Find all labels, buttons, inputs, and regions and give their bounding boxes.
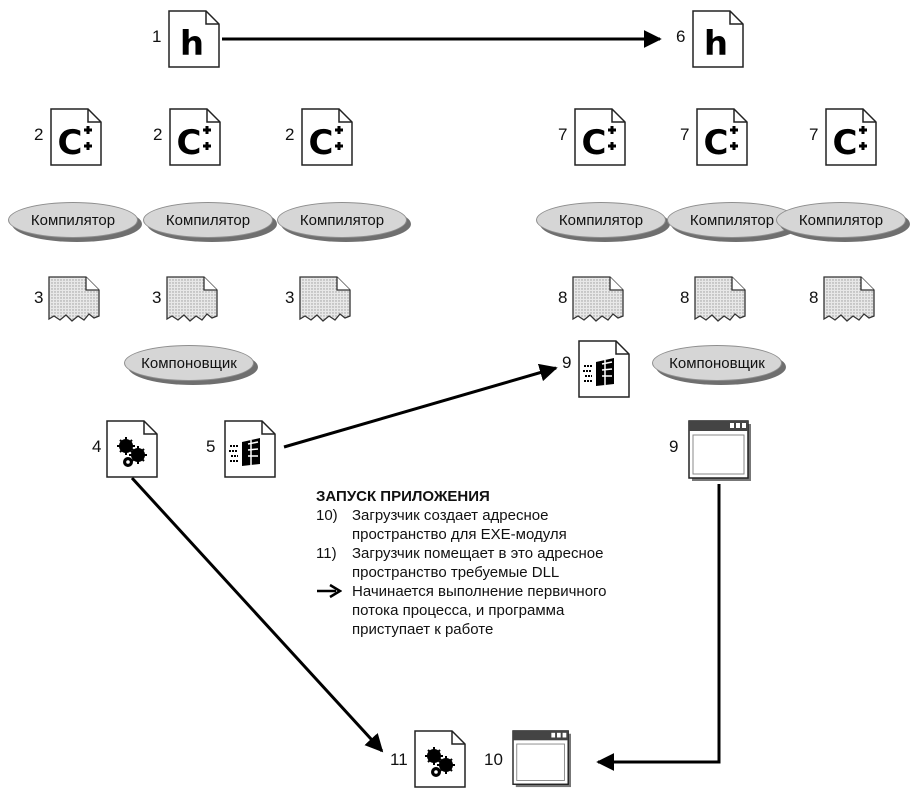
cpp-glyph: C xyxy=(833,123,858,163)
label-4: 4 xyxy=(92,437,102,456)
right-arrow-icon xyxy=(316,582,343,605)
object-file-icon xyxy=(299,276,351,322)
label-2: 2 xyxy=(153,125,163,144)
svg-text:h: h xyxy=(704,24,728,64)
label-8: 8 xyxy=(558,288,568,307)
label-9: 9 xyxy=(562,353,572,372)
step-text: пространство требуемые DLL xyxy=(352,564,560,581)
linker-label: Компоновщик xyxy=(124,345,254,381)
compiler-process: Компилятор xyxy=(776,202,912,242)
compiler-process: Компилятор xyxy=(536,202,670,242)
label-10: 10 xyxy=(484,750,503,769)
label-2: 2 xyxy=(34,125,44,144)
step-text: потока процесса, и программа xyxy=(352,602,565,619)
launch-step-10: 10) Загрузчик создает адресное пространс… xyxy=(316,506,706,544)
library-file-icon xyxy=(106,420,158,478)
arrow-dll-to-dll xyxy=(283,363,558,449)
compiler-label: Компилятор xyxy=(8,202,138,238)
cpp-glyph: C xyxy=(177,123,202,163)
label-5: 5 xyxy=(206,437,216,456)
launch-step-11: 11) Загрузчик помещает в это адресное пр… xyxy=(316,544,706,582)
cpp-source-file-icon: C xyxy=(825,108,877,166)
header-glyph: h xyxy=(180,24,204,64)
dll-file-icon xyxy=(578,340,630,398)
header-file-icon: h xyxy=(168,10,220,68)
object-file-icon xyxy=(48,276,100,322)
exe-window-icon xyxy=(688,420,752,482)
label-2: 2 xyxy=(285,125,295,144)
label-7: 7 xyxy=(680,125,690,144)
label-3: 3 xyxy=(152,288,162,307)
label-1: 1 xyxy=(152,27,162,46)
launch-step-run: Начинается выполнение первичного потока … xyxy=(316,582,706,639)
cpp-glyph: C xyxy=(58,123,83,163)
linker-process: Компоновщик xyxy=(652,345,786,385)
linker-process: Компоновщик xyxy=(124,345,258,385)
label-3: 3 xyxy=(34,288,44,307)
launch-description: ЗАПУСК ПРИЛОЖЕНИЯ 10) Загрузчик создает … xyxy=(316,487,706,639)
compiler-process: Компилятор xyxy=(277,202,411,242)
step-text: Загрузчик создает адресное xyxy=(352,507,549,524)
label-8: 8 xyxy=(809,288,819,307)
step-text: Начинается выполнение первичного xyxy=(352,583,607,600)
label-7: 7 xyxy=(809,125,819,144)
step-text: Загрузчик помещает в это адресное xyxy=(352,545,604,562)
arrow-exe-to-loaded-exe xyxy=(596,484,721,771)
library-file-icon xyxy=(414,730,466,788)
step-number: 10) xyxy=(316,507,338,524)
cpp-glyph: C xyxy=(309,123,334,163)
label-9: 9 xyxy=(669,437,679,456)
launch-title: ЗАПУСК ПРИЛОЖЕНИЯ xyxy=(316,488,490,505)
exe-window-icon xyxy=(510,730,574,788)
step-text: пространство для EXE-модуля xyxy=(352,526,567,543)
cpp-source-file-icon: C xyxy=(50,108,102,166)
cpp-source-file-icon: C xyxy=(574,108,626,166)
label-8: 8 xyxy=(680,288,690,307)
cpp-glyph: C xyxy=(704,123,729,163)
object-file-icon xyxy=(694,276,746,322)
label-3: 3 xyxy=(285,288,295,307)
compiler-process: Компилятор xyxy=(8,202,142,242)
object-file-icon xyxy=(823,276,875,322)
cpp-source-file-icon: C xyxy=(169,108,221,166)
object-file-icon xyxy=(166,276,218,322)
header-file-icon: h xyxy=(692,10,744,68)
cpp-source-file-icon: C xyxy=(696,108,748,166)
compiler-process: Компилятор xyxy=(143,202,277,242)
step-text: приступает к работе xyxy=(352,621,494,638)
cpp-glyph: C xyxy=(582,123,607,163)
label-11: 11 xyxy=(390,750,408,769)
object-file-icon xyxy=(572,276,624,322)
step-number: 11) xyxy=(316,545,337,562)
dll-file-icon xyxy=(224,420,276,478)
arrow-dll-exe-to-loaded-dll xyxy=(130,476,384,753)
label-7: 7 xyxy=(558,125,568,144)
label-6: 6 xyxy=(676,27,686,46)
cpp-source-file-icon: C xyxy=(301,108,353,166)
